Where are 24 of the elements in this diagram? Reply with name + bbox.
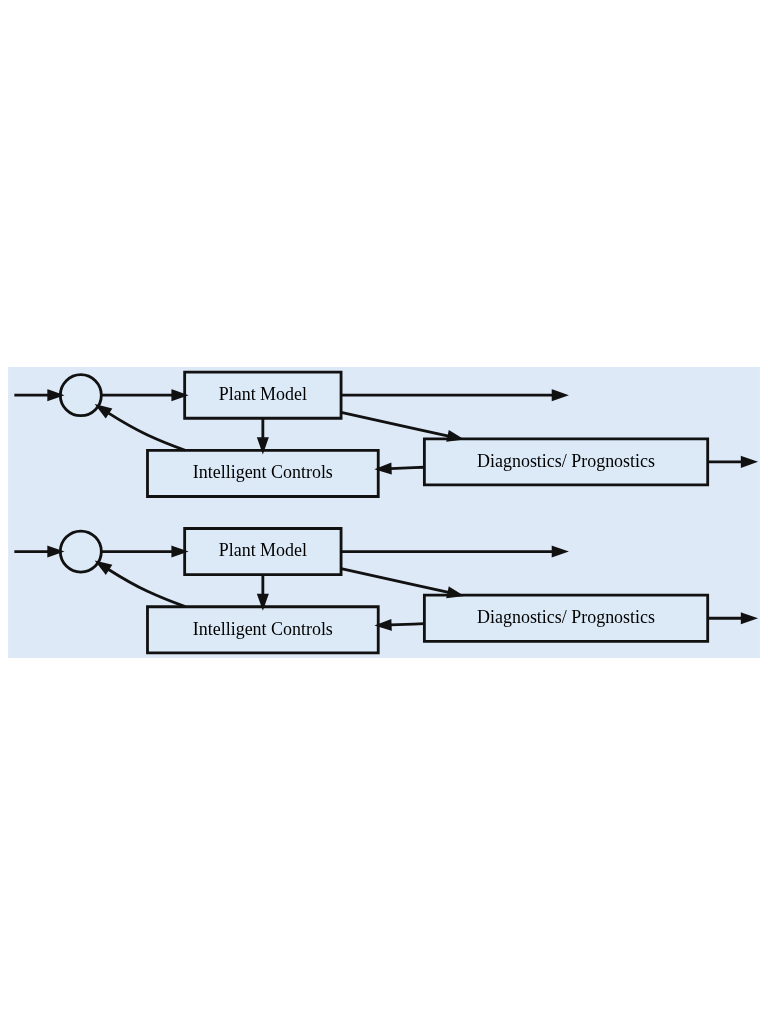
arrow xyxy=(707,611,759,624)
arrow xyxy=(374,462,425,475)
arrow xyxy=(14,545,65,558)
arrow xyxy=(341,545,569,558)
node-box: Intelligent Controls xyxy=(146,448,380,498)
arrow xyxy=(374,618,425,631)
arrow xyxy=(256,574,269,611)
arrow xyxy=(101,388,189,401)
arrow xyxy=(14,388,65,401)
node-box: Intelligent Controls xyxy=(146,604,380,654)
node-box: Plant Model xyxy=(183,370,343,420)
arrow xyxy=(94,559,186,608)
arrow xyxy=(256,417,269,454)
arrow xyxy=(341,388,569,401)
arrow xyxy=(101,545,189,558)
node-circle xyxy=(58,372,103,417)
node-circle xyxy=(58,529,103,573)
arrow xyxy=(94,403,186,452)
arrow xyxy=(707,455,759,468)
node-box: Diagnostics/ Prognostics xyxy=(422,593,710,643)
node-box: Plant Model xyxy=(183,526,343,576)
arrow xyxy=(340,566,465,598)
node-box: Diagnostics/ Prognostics xyxy=(422,436,710,486)
arrow xyxy=(340,410,465,442)
